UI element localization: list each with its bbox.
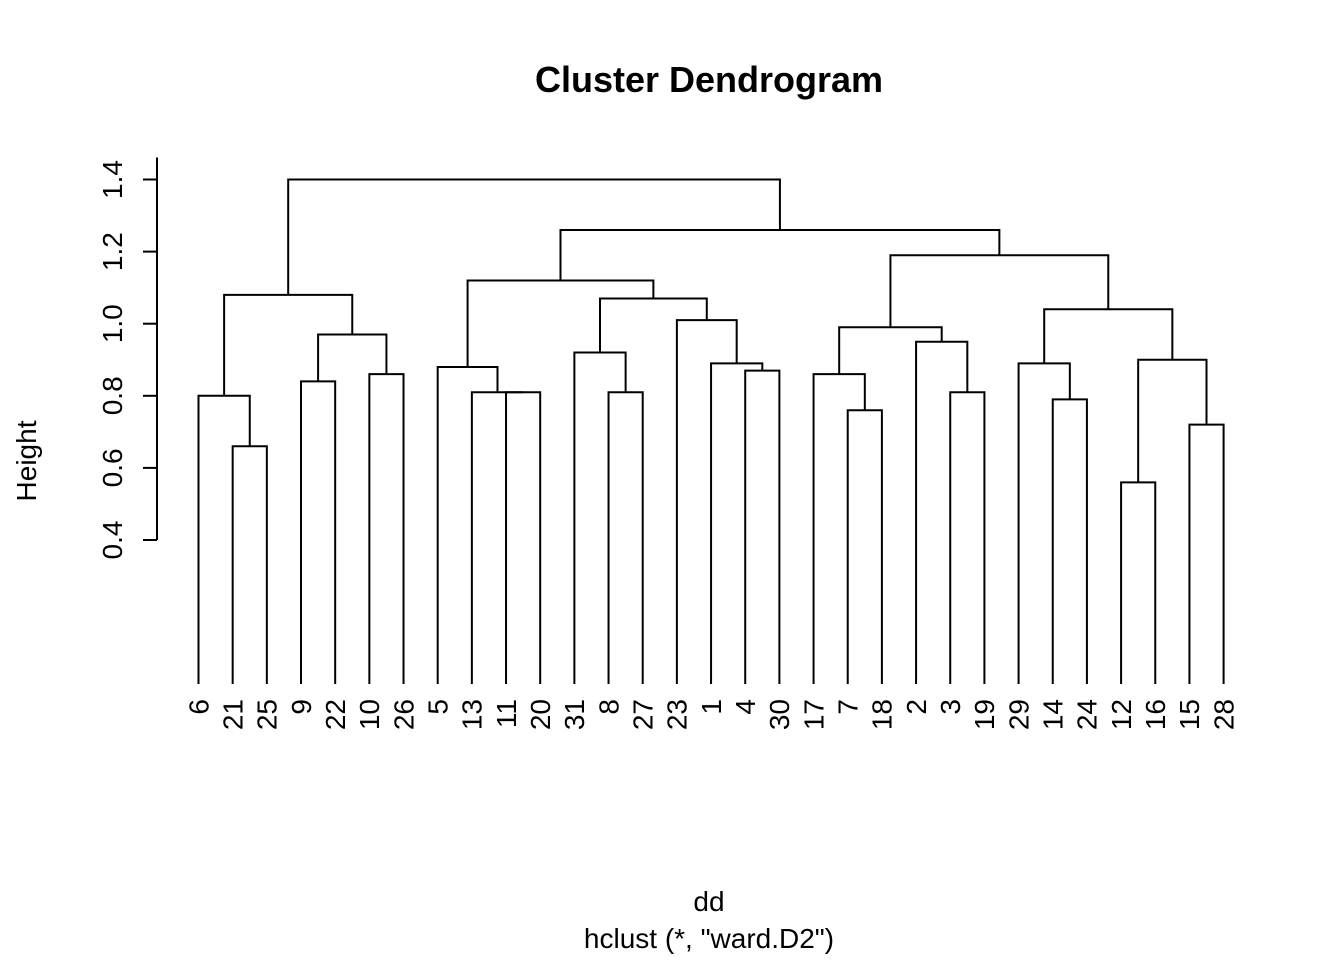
y-axis-label: Height: [11, 420, 42, 501]
leaf-label: 29: [1003, 699, 1034, 730]
dendrogram-link: [675, 319, 738, 684]
dendrogram-link: [710, 362, 764, 684]
leaf-label: 8: [593, 699, 624, 715]
dendrogram-link: [300, 380, 337, 684]
leaf-label: 17: [798, 699, 829, 730]
leaf-label: 10: [354, 699, 385, 730]
leaf-label: 24: [1072, 699, 1103, 730]
dendrogram-link: [812, 373, 866, 684]
dendrogram-link: [1051, 398, 1088, 684]
dendrogram-link: [505, 391, 542, 684]
dendrogram-link: [231, 445, 268, 684]
y-tick-label: 0.4: [97, 521, 128, 560]
chart-title: Cluster Dendrogram: [535, 59, 883, 100]
dendrogram-link: [607, 391, 644, 684]
dendrogram-link: [436, 365, 499, 684]
dendrogram-link: [1188, 423, 1225, 684]
leaf-label: 30: [764, 699, 795, 730]
dendrogram-link: [949, 391, 986, 684]
leaf-label: 15: [1174, 699, 1205, 730]
chart-subtitle: hclust (*, "ward.D2"): [584, 923, 834, 954]
leaf-label: 16: [1140, 699, 1171, 730]
y-tick-label: 1.4: [97, 160, 128, 199]
leaf-label: 25: [252, 699, 283, 730]
dendrogram-link: [1043, 308, 1174, 364]
leaf-label: 5: [422, 699, 453, 715]
y-tick-label: 0.8: [97, 376, 128, 415]
leaf-label: 27: [628, 699, 659, 730]
leaf-label: 1: [696, 699, 727, 715]
dendrogram-link: [846, 409, 883, 684]
y-axis: 0.4 0.6 0.8 1.0 1.2 1.4: [97, 157, 158, 560]
dendrogram-link: [598, 297, 708, 353]
leaf-label: 12: [1106, 699, 1137, 730]
leaf-label: 13: [457, 699, 488, 730]
leaf-label: 22: [320, 699, 351, 730]
leaf-label: 6: [183, 699, 214, 715]
dendrogram-link: [287, 178, 781, 295]
dendrogram-link: [889, 254, 1110, 328]
dendrogram-tree: [197, 178, 1225, 684]
leaf-label: 19: [969, 699, 1000, 730]
x-axis-label: dd: [693, 886, 724, 917]
leaf-label: 9: [286, 699, 317, 715]
dendrogram-link: [197, 394, 251, 684]
dendrogram-link: [470, 391, 524, 684]
leaf-label: 7: [833, 699, 864, 715]
leaf-label: 2: [901, 699, 932, 715]
leaf-label: 23: [662, 699, 693, 730]
leaf-label: 4: [730, 699, 761, 715]
leaf-label: 21: [217, 699, 248, 730]
leaf-label: 20: [525, 699, 556, 730]
leaf-label: 31: [559, 699, 590, 730]
dendrogram-link: [573, 351, 627, 684]
dendrogram-link: [838, 326, 943, 375]
leaf-label: 14: [1038, 699, 1069, 730]
dendrogram-link: [1137, 358, 1208, 483]
leaf-label: 26: [388, 699, 419, 730]
dendrogram-link: [1120, 481, 1157, 684]
leaf-label: 11: [491, 699, 522, 728]
y-tick-label: 1.0: [97, 304, 128, 343]
leaf-label: 18: [867, 699, 898, 730]
dendrogram-link: [744, 369, 781, 684]
y-tick-label: 1.2: [97, 232, 128, 271]
y-tick-label: 0.6: [97, 448, 128, 487]
dendrogram-link: [1017, 362, 1071, 684]
dendrogram-link: [368, 373, 405, 684]
leaf-label: 28: [1208, 699, 1239, 730]
leaf-label: 3: [935, 699, 966, 715]
